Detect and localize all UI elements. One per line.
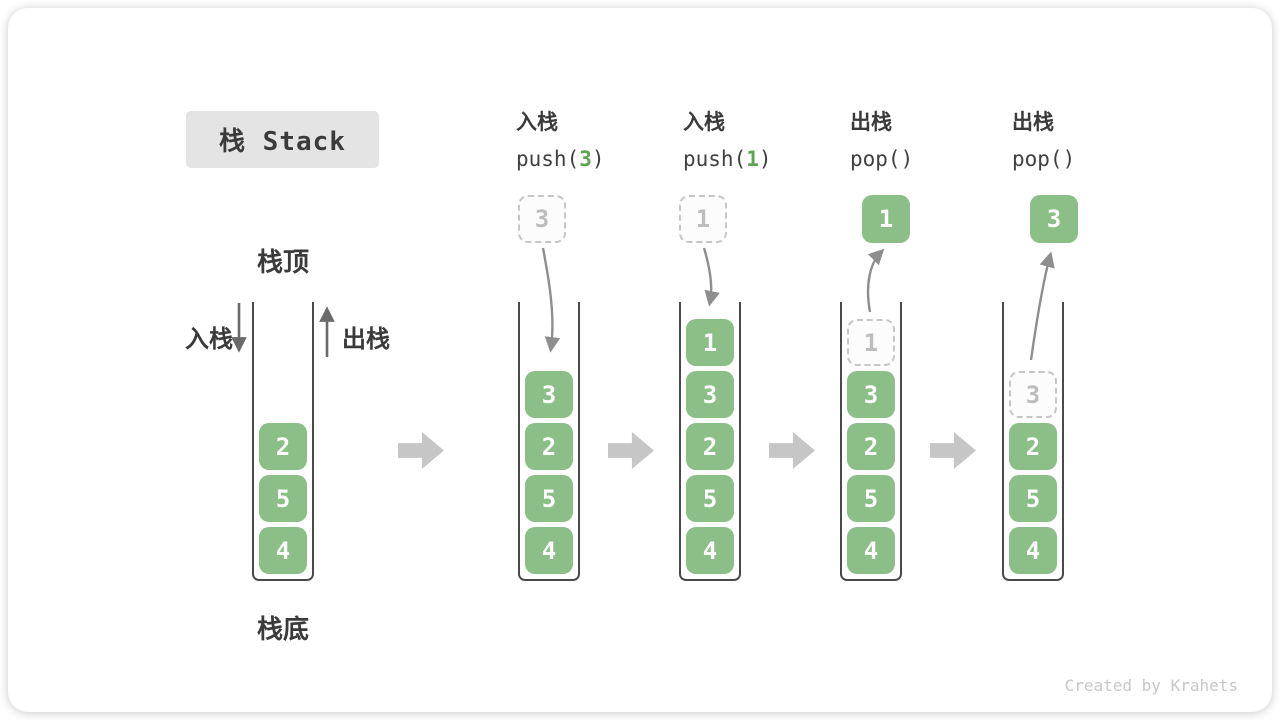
operation-label-push3: 入栈 push(3) <box>516 106 605 171</box>
operation-label-pop-second: 出栈 pop() <box>1012 106 1075 171</box>
popped-value-box: 1 <box>862 195 910 243</box>
stack-item: 4 <box>1009 527 1057 574</box>
stack-item: 2 <box>686 423 734 470</box>
stack-item: 5 <box>525 475 573 522</box>
operation-code: push(3) <box>516 147 605 171</box>
operation-cn-label: 出栈 <box>850 111 892 134</box>
stack-item: 2 <box>1009 423 1057 470</box>
stack-container: 3 2 5 4 <box>1002 302 1064 581</box>
stack-item: 3 <box>686 371 734 418</box>
stack-container: 2 5 4 <box>252 302 314 581</box>
watermark: Created by Krahets <box>1064 676 1238 695</box>
stack-item: 4 <box>847 527 895 574</box>
stack-item: 4 <box>686 527 734 574</box>
stack-item: 2 <box>259 423 307 470</box>
stack-container: 3 2 5 4 <box>518 302 580 581</box>
stack-item: 3 <box>847 371 895 418</box>
stack-container: 1 3 2 5 4 <box>679 302 741 581</box>
stack-top-label: 栈顶 <box>256 247 309 277</box>
operation-cn-label: 出栈 <box>1012 111 1054 134</box>
incoming-value-box: 3 <box>518 195 566 243</box>
pop-side-label: 出栈 <box>342 326 390 353</box>
stack-item: 1 <box>686 319 734 366</box>
stack-container: 1 3 2 5 4 <box>840 302 902 581</box>
removed-item-ghost: 3 <box>1009 371 1057 418</box>
stack-item: 4 <box>259 527 307 574</box>
diagram-title-text: 栈 Stack <box>219 127 346 157</box>
stack-item: 3 <box>525 371 573 418</box>
stack-item: 5 <box>259 475 307 522</box>
operation-cn-label: 入栈 <box>683 111 725 134</box>
push-side-label: 入栈 <box>185 326 233 353</box>
popped-value-box: 3 <box>1030 195 1078 243</box>
operation-code: push(1) <box>683 147 772 171</box>
diagram-title: 栈 Stack <box>186 111 379 168</box>
operation-label-pop-first: 出栈 pop() <box>850 106 913 171</box>
incoming-value-box: 1 <box>679 195 727 243</box>
stack-item: 5 <box>847 475 895 522</box>
stack-item: 5 <box>686 475 734 522</box>
stack-item: 2 <box>847 423 895 470</box>
stack-item: 2 <box>525 423 573 470</box>
stack-bottom-label: 栈底 <box>256 614 309 644</box>
stack-item: 5 <box>1009 475 1057 522</box>
operation-label-push1: 入栈 push(1) <box>683 106 772 171</box>
operation-code: pop() <box>1012 147 1076 171</box>
operation-arg: 1 <box>746 147 759 171</box>
removed-item-ghost: 1 <box>847 319 895 366</box>
operation-arg: 3 <box>579 147 592 171</box>
operation-cn-label: 入栈 <box>516 111 558 134</box>
stack-item: 4 <box>525 527 573 574</box>
operation-code: pop() <box>850 147 914 171</box>
